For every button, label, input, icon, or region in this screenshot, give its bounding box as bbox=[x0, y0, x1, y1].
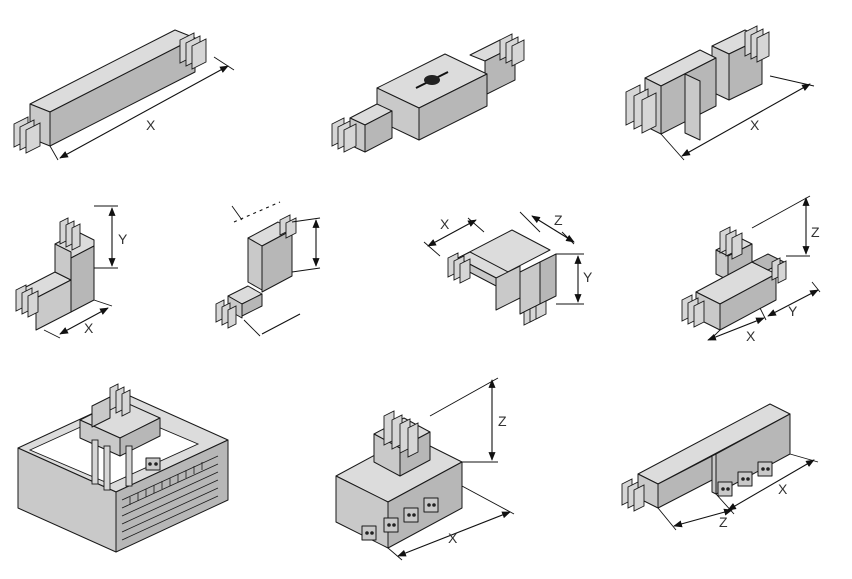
busbar-plates-top bbox=[719, 226, 743, 260]
dimension-label-x: X bbox=[746, 328, 756, 344]
busbar-plates-left bbox=[215, 299, 237, 329]
straight-length: X bbox=[13, 29, 235, 161]
dimension-line-y bbox=[767, 289, 819, 317]
switchboard-flange bbox=[17, 383, 229, 553]
dimension-line-x bbox=[59, 65, 229, 159]
dimension-line-bottom bbox=[261, 313, 301, 335]
busbar-drops bbox=[91, 439, 133, 491]
dimension-label-y: Y bbox=[583, 269, 593, 285]
dimension-label-y: Y bbox=[788, 303, 798, 319]
busbar-plates-left bbox=[13, 116, 41, 154]
busbar-plates-left bbox=[625, 84, 657, 134]
dimension-label-x: X bbox=[84, 320, 94, 336]
dimension-line-x bbox=[427, 219, 477, 247]
dimension-label-z: Z bbox=[554, 212, 563, 228]
dimension-line-x bbox=[397, 511, 511, 557]
busbar-plates-left bbox=[621, 478, 645, 512]
busbar-plates-top bbox=[109, 383, 131, 417]
flat-elbow: Y X bbox=[15, 205, 128, 339]
dimension-line-z bbox=[531, 215, 575, 243]
dimension-line-top bbox=[233, 201, 281, 223]
dimension-label-x: X bbox=[440, 216, 450, 232]
dimension-line-x bbox=[681, 83, 811, 157]
switchboard-ventilation bbox=[121, 455, 219, 541]
dimension-line-x bbox=[707, 317, 765, 341]
busbar-plates-top bbox=[279, 214, 297, 239]
busbar-plates-left bbox=[681, 294, 705, 328]
bolt-icon bbox=[415, 71, 449, 89]
busbar-plates-right bbox=[499, 33, 525, 67]
busbar-plates-bottom bbox=[523, 300, 547, 326]
reducer-unit: X bbox=[625, 25, 815, 161]
dimension-label-x: X bbox=[778, 481, 788, 497]
terminal-block bbox=[145, 457, 161, 471]
tap-off-box: Z X bbox=[335, 377, 515, 561]
dimension-label-z: Z bbox=[811, 224, 820, 240]
busbar-plates-left bbox=[15, 284, 39, 318]
dimension-label-z: Z bbox=[719, 514, 728, 530]
busbar-plates-left bbox=[331, 117, 357, 153]
busbar-plates-top bbox=[383, 410, 419, 458]
dimension-label-z: Z bbox=[498, 413, 507, 429]
joint-unit bbox=[331, 33, 525, 153]
dimension-label-x: X bbox=[750, 117, 760, 133]
busbar-plates-top bbox=[59, 217, 81, 251]
edge-elbow: X Z Y bbox=[423, 211, 593, 326]
busbar-plates-right bbox=[744, 25, 770, 63]
end-feed-unit: Z X bbox=[621, 403, 819, 531]
busbar-plates-right bbox=[179, 32, 207, 70]
tee-unit: Z X Y bbox=[681, 195, 821, 344]
busbar-plates-left bbox=[447, 252, 471, 284]
dimension-label-x: X bbox=[448, 530, 458, 546]
dimension-label-y: Y bbox=[118, 231, 128, 247]
dimension-line-z bbox=[673, 508, 733, 528]
busbar-plates-right bbox=[771, 257, 787, 284]
dimension-label-x: X bbox=[146, 117, 156, 133]
dimension-line-x bbox=[727, 459, 815, 511]
offset-unit bbox=[215, 201, 321, 337]
dimension-line-x bbox=[59, 307, 109, 335]
